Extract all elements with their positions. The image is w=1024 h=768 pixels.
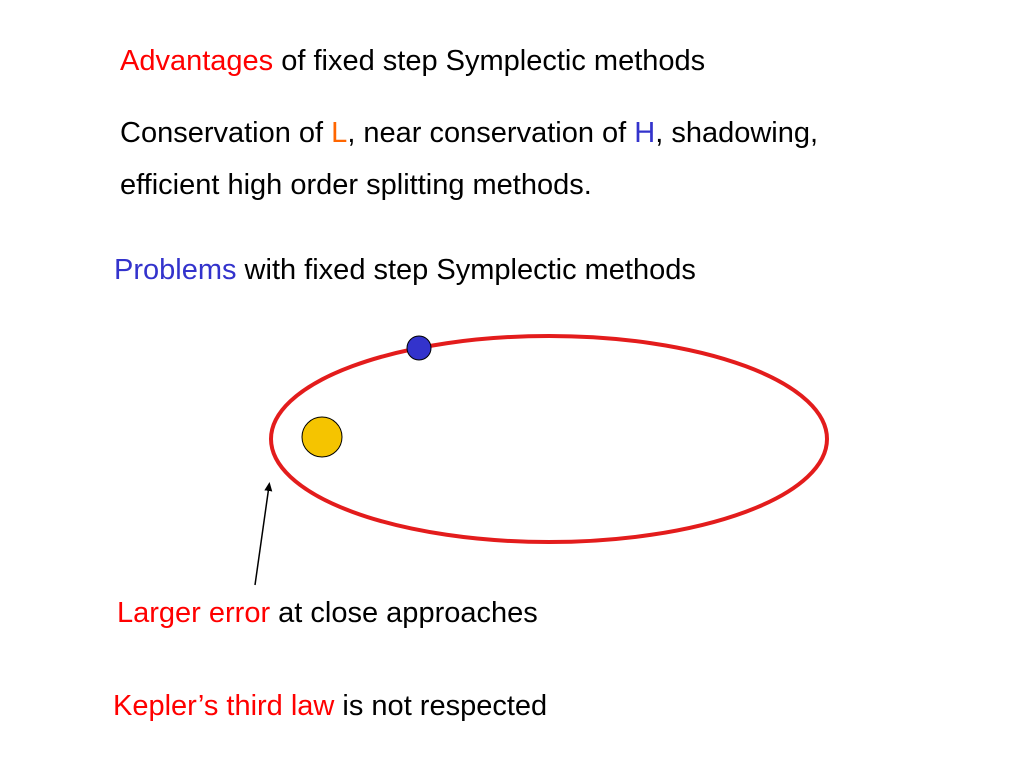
conservation-L: L <box>331 117 348 149</box>
orbit-ellipse <box>269 334 829 544</box>
sun-icon <box>301 416 343 458</box>
advantages-heading: Advantages of fixed step Symplectic meth… <box>120 44 705 78</box>
kepler-text: Kepler’s third law is not respected <box>113 689 547 723</box>
advantages-highlight: Advantages <box>120 45 274 77</box>
larger-error-highlight: Larger error <box>117 597 271 629</box>
conservation-line2-text: efficient high order splitting methods. <box>120 169 592 201</box>
larger-error-rest: at close approaches <box>270 597 538 629</box>
pointer-arrow <box>254 482 273 586</box>
conservation-part3: , shadowing, <box>655 117 819 149</box>
kepler-highlight: Kepler’s third law <box>113 690 335 722</box>
conservation-H: H <box>634 117 656 149</box>
conservation-line-2: efficient high order splitting methods. <box>120 168 592 202</box>
conservation-line-1: Conservation of L, near conservation of … <box>120 116 818 150</box>
advantages-rest: of fixed step Symplectic methods <box>273 45 706 77</box>
planet-icon <box>406 335 432 361</box>
problems-heading: Problems with fixed step Symplectic meth… <box>114 253 696 287</box>
problems-highlight: Problems <box>114 254 237 286</box>
problems-rest: with fixed step Symplectic methods <box>236 254 696 286</box>
kepler-rest: is not respected <box>334 690 548 722</box>
larger-error-text: Larger error at close approaches <box>117 596 538 630</box>
conservation-part2: , near conservation of <box>347 117 635 149</box>
conservation-part1: Conservation of <box>120 117 332 149</box>
